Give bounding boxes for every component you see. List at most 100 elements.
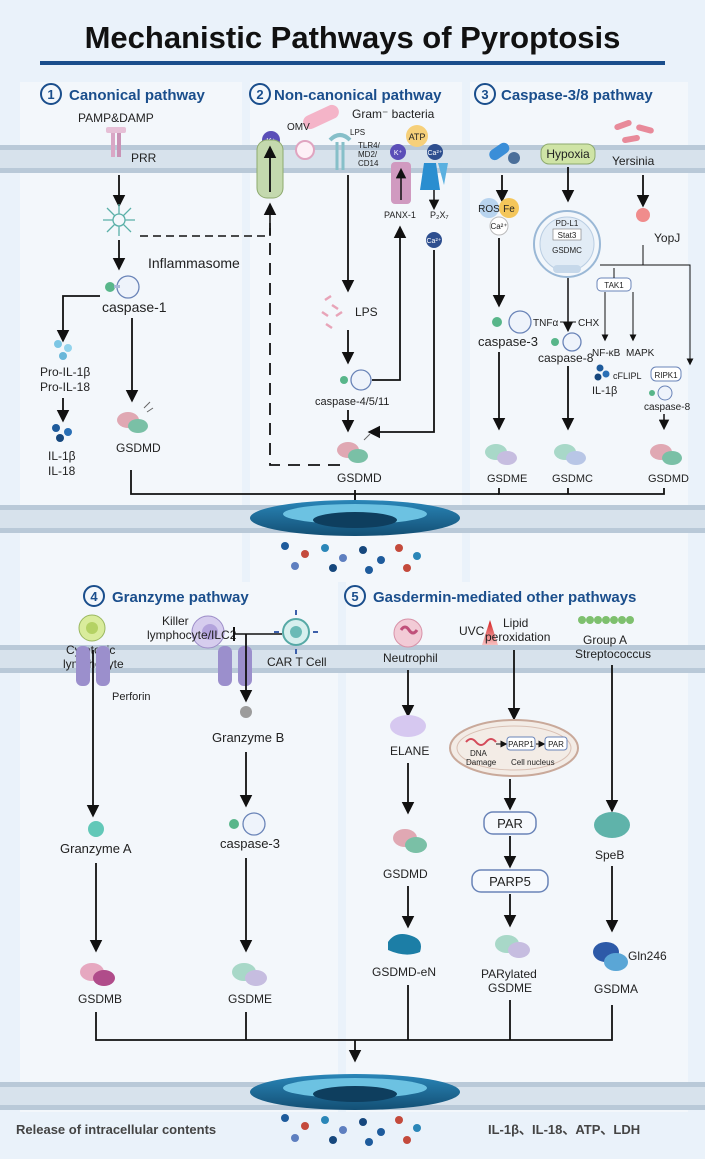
gsdmd-label-p3: GSDMD xyxy=(648,473,689,485)
ripk1-box xyxy=(650,366,682,382)
gram-negative-bacteria-label: Gram⁻ bacteria xyxy=(352,107,435,121)
p2x7-label: P₂X₇ xyxy=(430,210,449,220)
arrow-calcium-gsdmd xyxy=(367,250,435,439)
caspase-1-label: caspase-1 xyxy=(102,299,167,315)
gsdmd-protein-icon-p5 xyxy=(393,829,427,853)
il-1b-cluster-p3-icon xyxy=(594,364,610,381)
tlr4-label-3: CD14 xyxy=(358,159,379,168)
hypoxia-box xyxy=(540,143,596,165)
released-molecule xyxy=(365,1138,373,1146)
panel-1-number: 1 xyxy=(47,87,54,102)
lps-small-label: LPS xyxy=(350,128,365,137)
released-molecule xyxy=(291,1134,299,1142)
potassium-label-2: K⁺ xyxy=(394,150,403,157)
il-cluster-icon xyxy=(52,424,72,442)
group-a-label-1: Group A xyxy=(583,633,627,647)
killer-label-2: lymphocyte/ILC2 xyxy=(147,628,237,642)
tlr4-label-1: TLR4/ xyxy=(358,141,381,150)
gsdmd-label-1: GSDMD xyxy=(116,441,161,455)
gsdmb-label: GSDMB xyxy=(78,992,122,1006)
panel-3-number: 3 xyxy=(481,87,488,102)
line-bottom-connector xyxy=(95,1005,613,1041)
released-molecule xyxy=(281,1114,289,1122)
gln246-label: Gln246 xyxy=(628,949,667,963)
title-underline xyxy=(40,61,665,65)
par-label: PAR xyxy=(497,816,523,831)
killer-lymphocyte-icon xyxy=(191,615,225,649)
drug-capsule-icon xyxy=(489,142,520,164)
group-a-streptococcus-icon xyxy=(578,616,634,624)
parp1-small-label: PARP1 xyxy=(508,740,534,749)
killer-label-1: Killer xyxy=(162,614,189,628)
dna-label-1: DNA xyxy=(470,749,488,758)
released-molecules-bottom xyxy=(281,1114,421,1146)
granzyme-b-icon xyxy=(240,706,252,718)
gsdma-label: GSDMA xyxy=(594,982,638,996)
granzyme-a-icon xyxy=(88,821,104,837)
gsdme-label-p4: GSDME xyxy=(228,992,272,1006)
elane-icon xyxy=(390,715,426,737)
caspase-3-label-p4: caspase-3 xyxy=(220,836,280,851)
cflipl-label: cFLIPL xyxy=(613,371,642,381)
mapk-label: MAPK xyxy=(626,348,655,359)
prr-receptor-icon xyxy=(106,127,126,157)
gsdmd-protein-icon-1 xyxy=(117,401,154,433)
pdl1-label: PD-L1 xyxy=(556,219,579,228)
panel-4-title: Granzyme pathway xyxy=(112,589,249,606)
gram-negative-bacteria-icon xyxy=(303,104,339,130)
yopj-label: YopJ xyxy=(654,231,680,245)
released-molecule xyxy=(377,1128,385,1136)
caspase-8-icon-p3b xyxy=(649,385,673,401)
released-molecule xyxy=(339,1126,347,1134)
panel-3-title: Caspase-3/8 pathway xyxy=(501,87,653,104)
released-molecule xyxy=(377,556,385,564)
tnfa-label: TNFα xyxy=(533,318,558,329)
panel-2-title: Non-canonical pathway xyxy=(274,87,442,104)
released-molecule xyxy=(321,1116,329,1124)
caspase-8-label-p3: caspase-8 xyxy=(538,351,594,365)
released-molecule xyxy=(321,544,329,552)
stat3-box xyxy=(552,228,582,241)
caspase-3-icon-p3 xyxy=(492,310,532,334)
line-panel3-to-pore xyxy=(498,488,665,495)
gsdme-protein-icon-p4 xyxy=(232,963,267,986)
gsdm-pore-bottom-icon xyxy=(250,1074,460,1110)
caspase-3-icon-p4 xyxy=(229,812,266,836)
panel-4-header: 4 Granzyme pathway xyxy=(83,585,249,607)
released-molecule xyxy=(281,542,289,550)
page-title: Mechanistic Pathways of Pyroptosis xyxy=(84,20,621,55)
neutrophil-icon xyxy=(393,618,423,648)
lipid-label-1: Lipid xyxy=(503,616,528,630)
fe-label: Fe xyxy=(503,204,515,215)
cytotoxic-lymphocyte-icon xyxy=(78,614,106,642)
dna-label-2: Damage xyxy=(466,758,497,767)
perforin-label: Perforin xyxy=(112,691,151,703)
cytokines-label: IL-1β、IL-18、ATP、LDH xyxy=(488,1122,640,1137)
elane-label: ELANE xyxy=(390,744,429,758)
released-molecule xyxy=(301,1122,309,1130)
caspase-8-label-p3b: caspase-8 xyxy=(644,402,691,413)
calcium-label-2: Ca²⁺ xyxy=(427,238,442,245)
panel-1-title: Canonical pathway xyxy=(69,87,206,104)
panel-5-header: 5 Gasdermin-mediated other pathways xyxy=(344,585,636,607)
gsdmd-en-icon xyxy=(388,934,421,955)
ros-label: ROS xyxy=(478,204,500,215)
potassium-ion-2 xyxy=(390,144,406,160)
released-molecule xyxy=(359,1118,367,1126)
released-molecule xyxy=(329,1136,337,1144)
speb-label: SpeB xyxy=(595,848,624,862)
yopj-icon xyxy=(636,208,650,222)
tlr4-complex-icon xyxy=(328,133,352,170)
arrow-caspase1-proil xyxy=(56,295,100,343)
gsdmb-protein-icon xyxy=(80,963,115,986)
hypoxia-label: Hypoxia xyxy=(546,147,590,161)
released-molecule xyxy=(403,564,411,572)
car-t-label: CAR T Cell xyxy=(267,655,327,669)
released-molecule xyxy=(413,1124,421,1132)
panel-4-number: 4 xyxy=(90,589,98,604)
caspase-4-5-11-label: caspase-4/5/11 xyxy=(315,396,389,408)
pamp-damp-label: PAMP&DAMP xyxy=(78,111,154,125)
dashed-feedback-arrow xyxy=(263,202,340,466)
